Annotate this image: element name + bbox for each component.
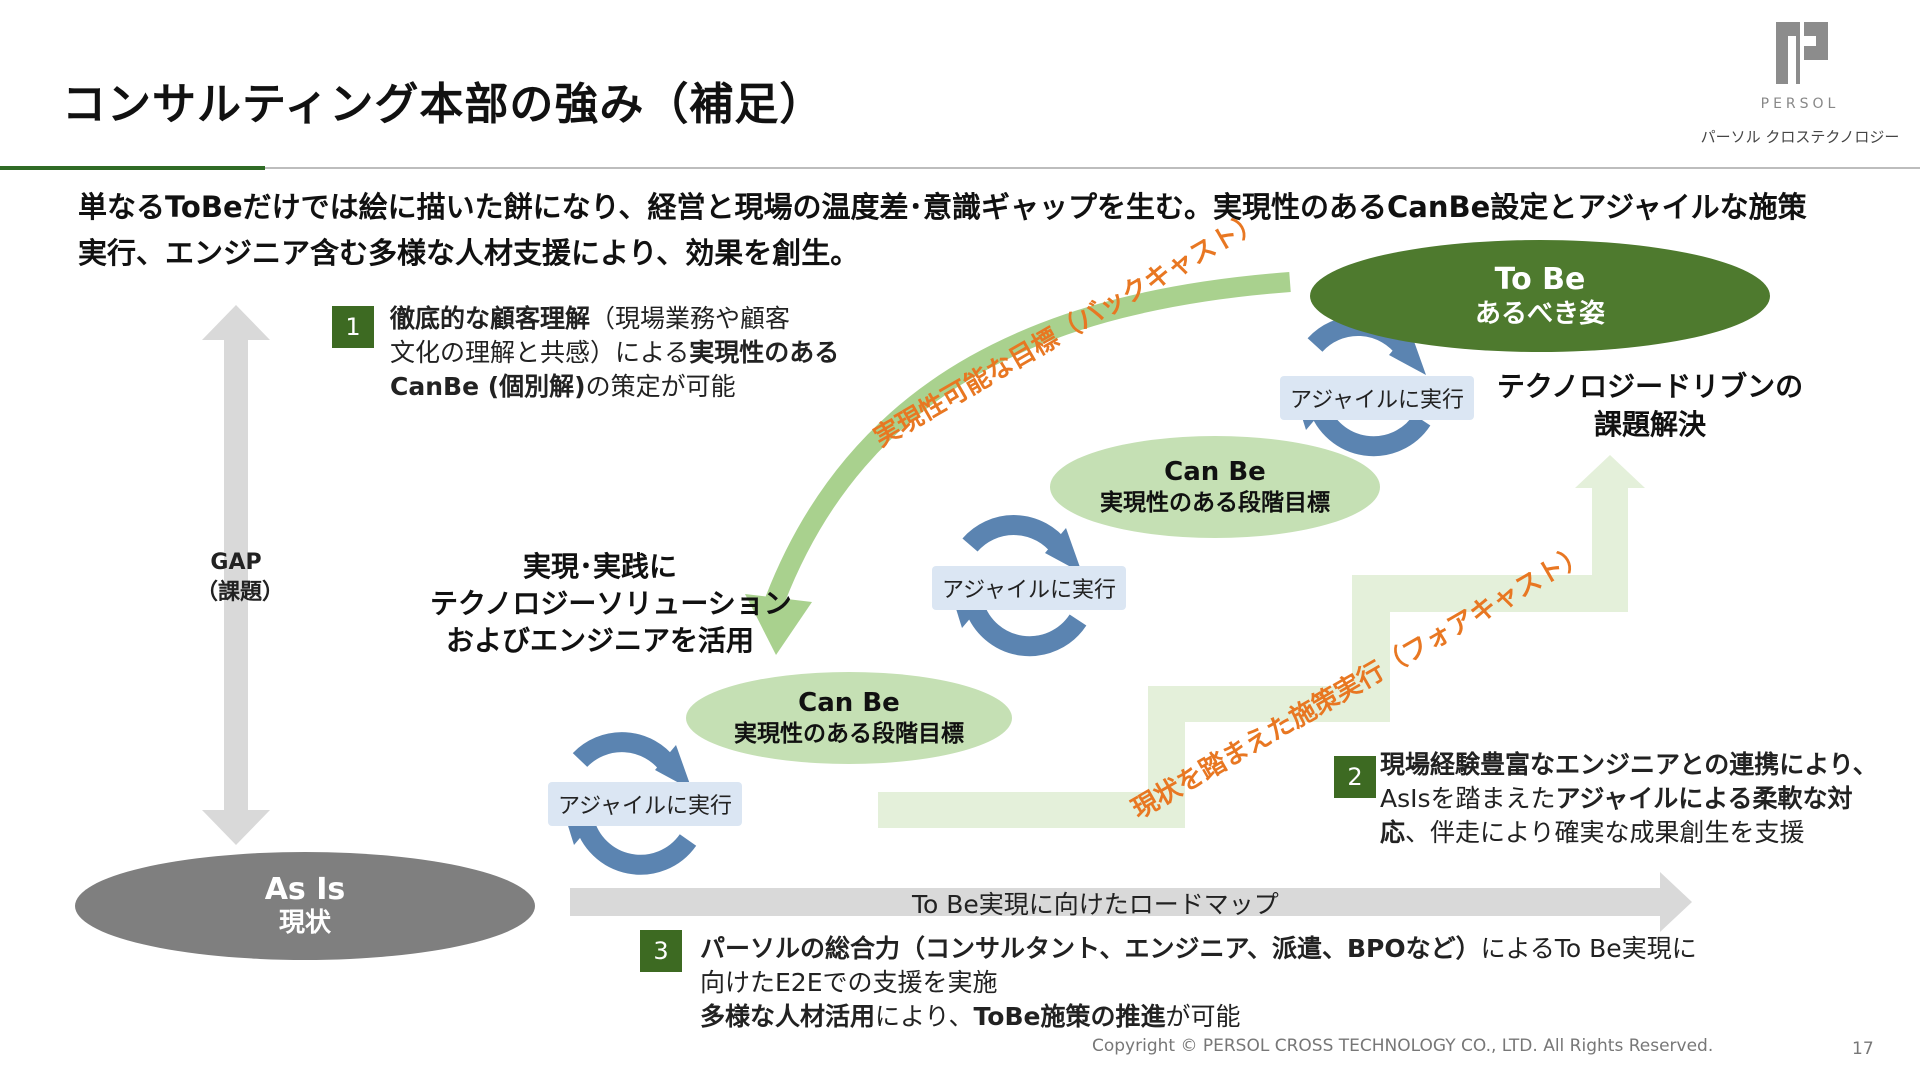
persol-logo: PERSOL パーソル クロステクノロジー (1700, 22, 1900, 152)
tech-driven-line-1: テクノロジードリブンの (1496, 370, 1804, 403)
backcast-curved-arrow (765, 272, 1291, 604)
point-1-l3-rest: の策定が可能 (585, 372, 736, 401)
point-2-text: 現場経験豊富なエンジニアとの連携により、 AsIsを踏まえたアジャイルによる柔軟… (1380, 748, 1878, 850)
point-1-l1-bold: 徹底的な顧客理解 (390, 304, 591, 333)
point-1-l2-rest: 文化の理解と共感）による (390, 338, 690, 367)
agile-label-1: アジャイルに実行 (548, 782, 743, 826)
gap-label: GAP （課題） (196, 548, 285, 608)
point-2-l3-rest: 、伴走により確実な成果創生を支援 (1405, 818, 1805, 847)
can-be-2-subtitle: 実現性のある段階目標 (1100, 490, 1330, 516)
point-3-l1-rest: によるTo Be実現に (1480, 934, 1697, 963)
point-3-l3-bold: 多様な人材活用 (700, 1002, 876, 1031)
header-divider (0, 167, 1920, 169)
agile-label-2: アジャイルに実行 (932, 566, 1127, 610)
tech-driven-text: テクノロジードリブンの 課題解決 (1490, 368, 1810, 444)
to-be-title: To Be (1494, 262, 1586, 297)
to-be-subtitle: あるべき姿 (1474, 299, 1605, 329)
roadmap-arrow (570, 872, 1692, 932)
point-3-l2-rest: 向けたE2Eでの支援を実施 (700, 968, 998, 997)
backcast-arrowhead (745, 594, 812, 655)
page-number: 17 (1852, 1039, 1874, 1059)
page-title: コンサルティング本部の強み（補足） (62, 79, 825, 130)
gap-label-title: GAP (210, 550, 262, 575)
practice-line-2: テクノロジーソリューション (430, 587, 792, 620)
can-be-1-title: Can Be (798, 688, 900, 718)
point-3-l3-rest2: が可能 (1165, 1002, 1241, 1031)
point-2-badge: 2 (1334, 756, 1376, 798)
point-3-l1-bold: パーソルの総合力（コンサルタント、エンジニア、派遣、BPOなど） (700, 934, 1481, 963)
logo-subtitle: パーソル クロステクノロジー (1700, 128, 1900, 146)
point-2-l3-bold: 応 (1380, 818, 1406, 847)
point-1-l3-bold: CanBe (個別解) (390, 372, 586, 401)
tech-driven-line-2: 課題解決 (1593, 408, 1706, 441)
to-be-ellipse: To Be あるべき姿 (1310, 240, 1770, 352)
lead-line-2: 実行、エンジニア含む多様な人材支援により、効果を創生。 (78, 236, 860, 270)
point-2-l2-rest: AsIsを踏まえた (1380, 784, 1556, 813)
point-2-l2-bold: アジャイルによる柔軟な対 (1555, 784, 1853, 813)
practice-text: 実現･実践に テクノロジーソリューション およびエンジニアを活用 (430, 548, 792, 659)
roadmap-label: To Be実現に向けたロードマップ (912, 890, 1279, 919)
can-be-ellipse-2: Can Be 実現性のある段階目標 (1050, 436, 1380, 538)
can-be-ellipse-1: Can Be 実現性のある段階目標 (686, 672, 1012, 764)
point-1-badge: 1 (332, 306, 374, 348)
as-is-subtitle: 現状 (278, 908, 331, 938)
point-3-text: パーソルの総合力（コンサルタント、エンジニア、派遣、BPOなど）によるTo Be… (700, 932, 1697, 1034)
copyright-text: Copyright © PERSOL CROSS TECHNOLOGY CO.,… (1092, 1036, 1714, 1056)
point-3-badge: 3 (640, 930, 682, 972)
can-be-1-subtitle: 実現性のある段階目標 (734, 721, 964, 747)
can-be-2-title: Can Be (1164, 457, 1266, 487)
point-3-l3-rest: により、 (875, 1002, 974, 1031)
point-1-l2-bold: 実現性のある (689, 338, 840, 367)
agile-label-3: アジャイルに実行 (1280, 376, 1475, 420)
as-is-title: As Is (264, 872, 346, 907)
practice-line-3: およびエンジニアを活用 (445, 624, 754, 657)
point-2-l1-bold: 現場経験豊富なエンジニアとの連携により、 (1380, 750, 1878, 779)
point-1-l1-rest: （現場業務や顧客 (590, 304, 791, 333)
lead-line-1: 単なるToBeだけでは絵に描いた餅になり、経営と現場の温度差･意識ギャップを生む… (78, 190, 1807, 224)
persol-logo-mark-icon (1776, 22, 1828, 84)
practice-line-1: 実現･実践に (522, 550, 677, 583)
gap-label-sub: （課題） (196, 580, 285, 605)
logo-wordmark: PERSOL (1760, 96, 1840, 112)
as-is-ellipse: As Is 現状 (75, 852, 535, 960)
point-3-l3-bold2: ToBe施策の推進 (973, 1002, 1166, 1031)
gap-double-arrow (202, 305, 270, 845)
header-accent-bar (0, 166, 265, 170)
point-1-text: 徹底的な顧客理解（現場業務や顧客 文化の理解と共感）による実現性のある CanB… (390, 302, 839, 404)
